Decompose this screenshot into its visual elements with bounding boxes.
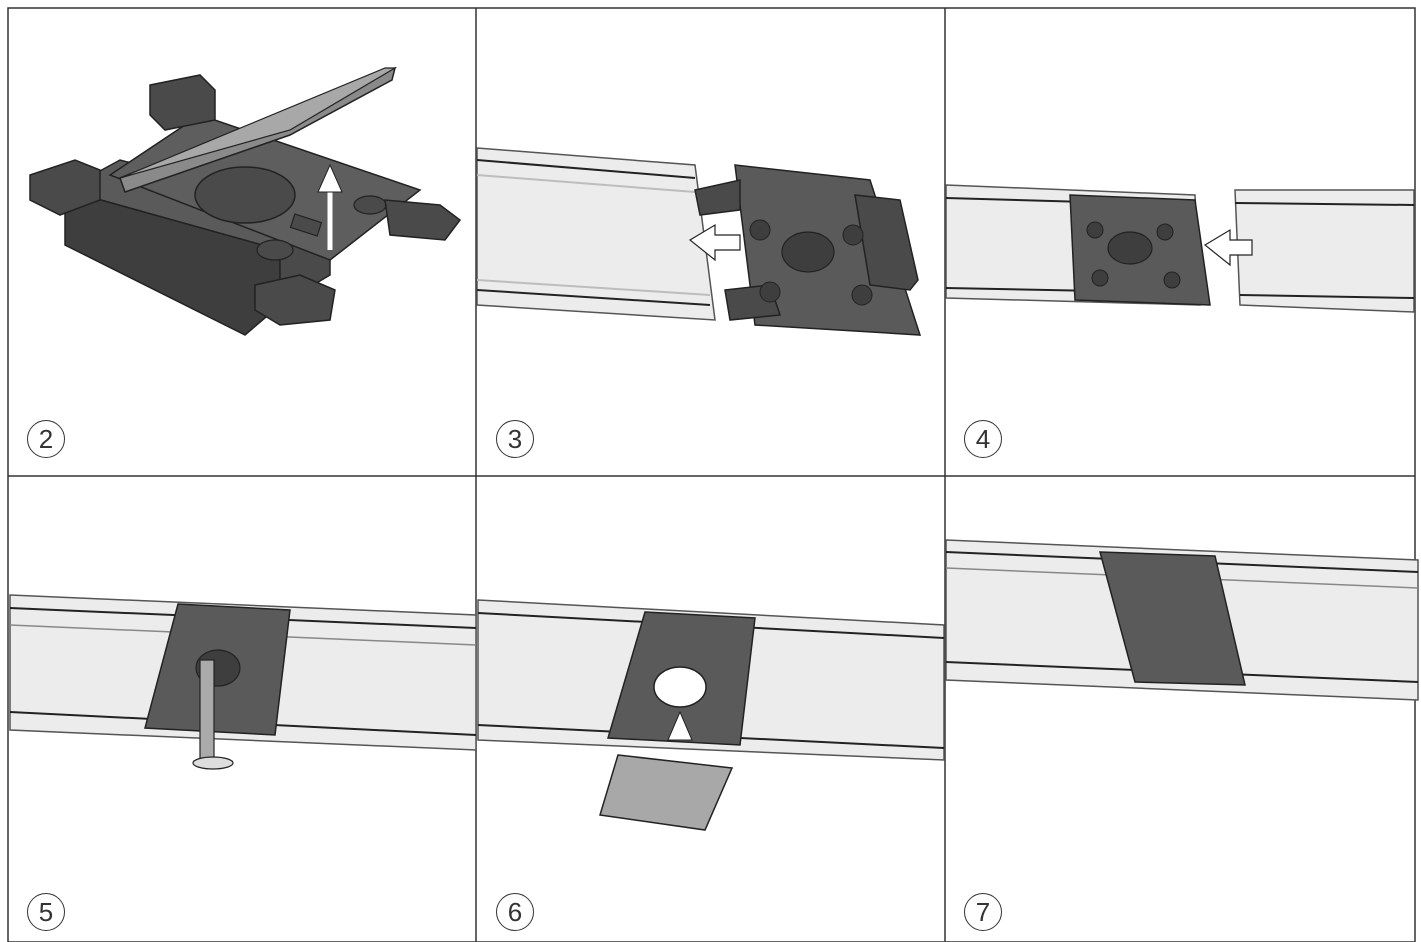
step-badge-7: 7 <box>964 893 1002 931</box>
step-badge-5: 5 <box>27 893 65 931</box>
panel-grid <box>7 7 1416 942</box>
panel-2-illustration <box>29 66 462 336</box>
step-badge-6: 6 <box>496 893 534 931</box>
panel-3-illustration <box>476 147 922 336</box>
step-badge-3: 3 <box>496 420 534 458</box>
panel-6-illustration <box>477 599 945 831</box>
panel-7-illustration <box>945 539 1419 701</box>
panel-4-illustration <box>945 184 1415 313</box>
step-badge-4: 4 <box>964 420 1002 458</box>
panel-5-illustration <box>9 594 477 770</box>
step-badge-2: 2 <box>27 420 65 458</box>
